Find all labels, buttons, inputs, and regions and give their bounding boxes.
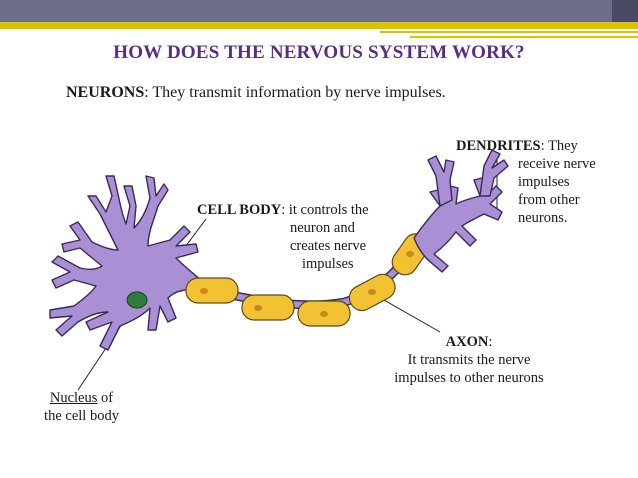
axon-line: It transmits the nerve (407, 352, 531, 368)
axon-line1: : (488, 334, 493, 350)
decorative-rule (380, 31, 638, 33)
myelin-segment (185, 277, 239, 304)
cell-body-line: impulses (302, 256, 354, 272)
header-accent (612, 0, 638, 22)
nucleus-line2: the cell body (44, 408, 119, 424)
axon-term: AXON (445, 334, 489, 350)
axon-line: impulses to other neurons (394, 370, 544, 386)
dendrites-line: from other (518, 192, 580, 208)
header-gold-bar (0, 22, 638, 29)
nucleus-label: Nucleus of the cell body (34, 389, 129, 425)
myelin-segment (241, 294, 295, 321)
intro-description: : They transmit information by nerve imp… (144, 84, 446, 101)
header-bar (0, 0, 638, 22)
cell-body-line: creates nerve (290, 238, 367, 254)
nucleus-shape (126, 291, 148, 309)
cell-body-label: CELL BODY: it controls the neuron and cr… (197, 201, 369, 273)
dendrites-line: receive nerve (518, 156, 596, 172)
nucleus-term: Nucleus (49, 390, 98, 406)
slide-title: HOW DOES THE NERVOUS SYSTEM WORK? (113, 42, 525, 63)
intro-text: NEURONS: They transmit information by ne… (66, 84, 446, 102)
cell-body-line: neuron and (290, 220, 355, 236)
cell-body (49, 175, 207, 351)
cell-body-line1: : it controls the (281, 202, 369, 218)
nucleus-line1: of (97, 390, 114, 406)
dendrites-line: neurons. (518, 210, 568, 226)
axon-terminal (413, 149, 509, 273)
intro-term: NEURONS (66, 84, 145, 101)
dendrites-line: impulses (518, 174, 570, 190)
dendrites-term: DENDRITES (456, 138, 541, 154)
myelin-nuclei (200, 251, 414, 317)
dendrites-line1: : They (540, 138, 578, 154)
axon-label: AXON: It transmits the nerve impulses to… (374, 333, 564, 387)
dendrites-label: DENDRITES: They receive nerve impulses f… (456, 137, 628, 227)
decorative-rule (410, 36, 638, 38)
cell-body-term: CELL BODY (197, 202, 282, 218)
